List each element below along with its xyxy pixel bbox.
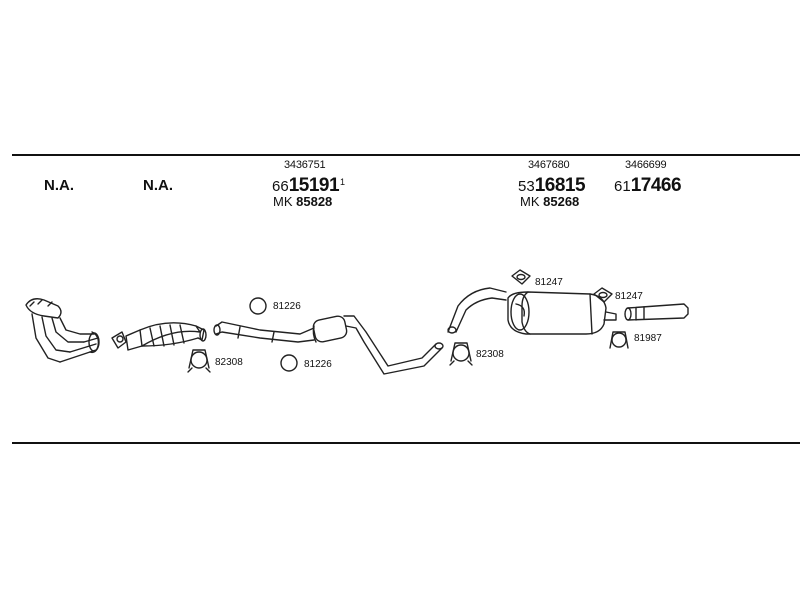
col1-label: N.A.: [44, 177, 74, 194]
bottom-divider: [12, 442, 800, 444]
col3-prefix: 66: [272, 178, 289, 195]
middle-silencer-pipe: [213, 315, 444, 375]
rear-silencer: [507, 291, 617, 335]
exhaust-manifold: [25, 298, 100, 363]
clamp-right-label: 81987: [634, 333, 662, 344]
clamp-mid-shape: [449, 342, 473, 366]
col3-mk-prefix: MK: [273, 194, 293, 209]
col4-part-number: 5316815: [518, 175, 586, 196]
col4-main: 16815: [534, 175, 586, 196]
col4-mk-prefix: MK: [520, 194, 540, 209]
col5-main: 17466: [630, 175, 682, 196]
col4-mk: MK 85268: [520, 195, 579, 208]
col3-mk: MK 85828: [273, 195, 332, 208]
ring-lower-label: 81226: [304, 359, 332, 370]
catalytic-converter: [111, 322, 207, 351]
tail-pipe: [624, 303, 689, 321]
mount-upper-shape: [511, 269, 531, 285]
rear-pipe: [447, 287, 507, 334]
col4-mk-number: 85268: [543, 194, 580, 209]
ring-lower-shape: [280, 354, 298, 372]
mount-right-shape: [593, 287, 613, 303]
col3-main: 15191: [288, 175, 340, 196]
clamp-left-label: 82308: [215, 357, 243, 368]
col5-prefix: 61: [614, 178, 631, 195]
col2-label: N.A.: [143, 177, 173, 194]
col5-ref: 3466699: [625, 159, 667, 171]
clamp-right-shape: [609, 331, 629, 349]
col4-prefix: 53: [518, 178, 535, 195]
ring-upper-shape: [249, 297, 267, 315]
col3-part-number: 66151911: [272, 176, 345, 195]
col5-part-number: 6117466: [614, 175, 682, 196]
mount-right-label: 81247: [615, 291, 643, 302]
col3-suffix: 1: [340, 177, 346, 187]
col4-ref: 3467680: [528, 159, 570, 171]
top-divider: [12, 154, 800, 156]
col3-ref: 3436751: [284, 159, 326, 171]
clamp-left-shape: [187, 349, 211, 373]
col3-mk-number: 85828: [296, 194, 333, 209]
clamp-mid-label: 82308: [476, 349, 504, 360]
mount-upper-label: 81247: [535, 277, 563, 288]
ring-upper-label: 81226: [273, 301, 301, 312]
